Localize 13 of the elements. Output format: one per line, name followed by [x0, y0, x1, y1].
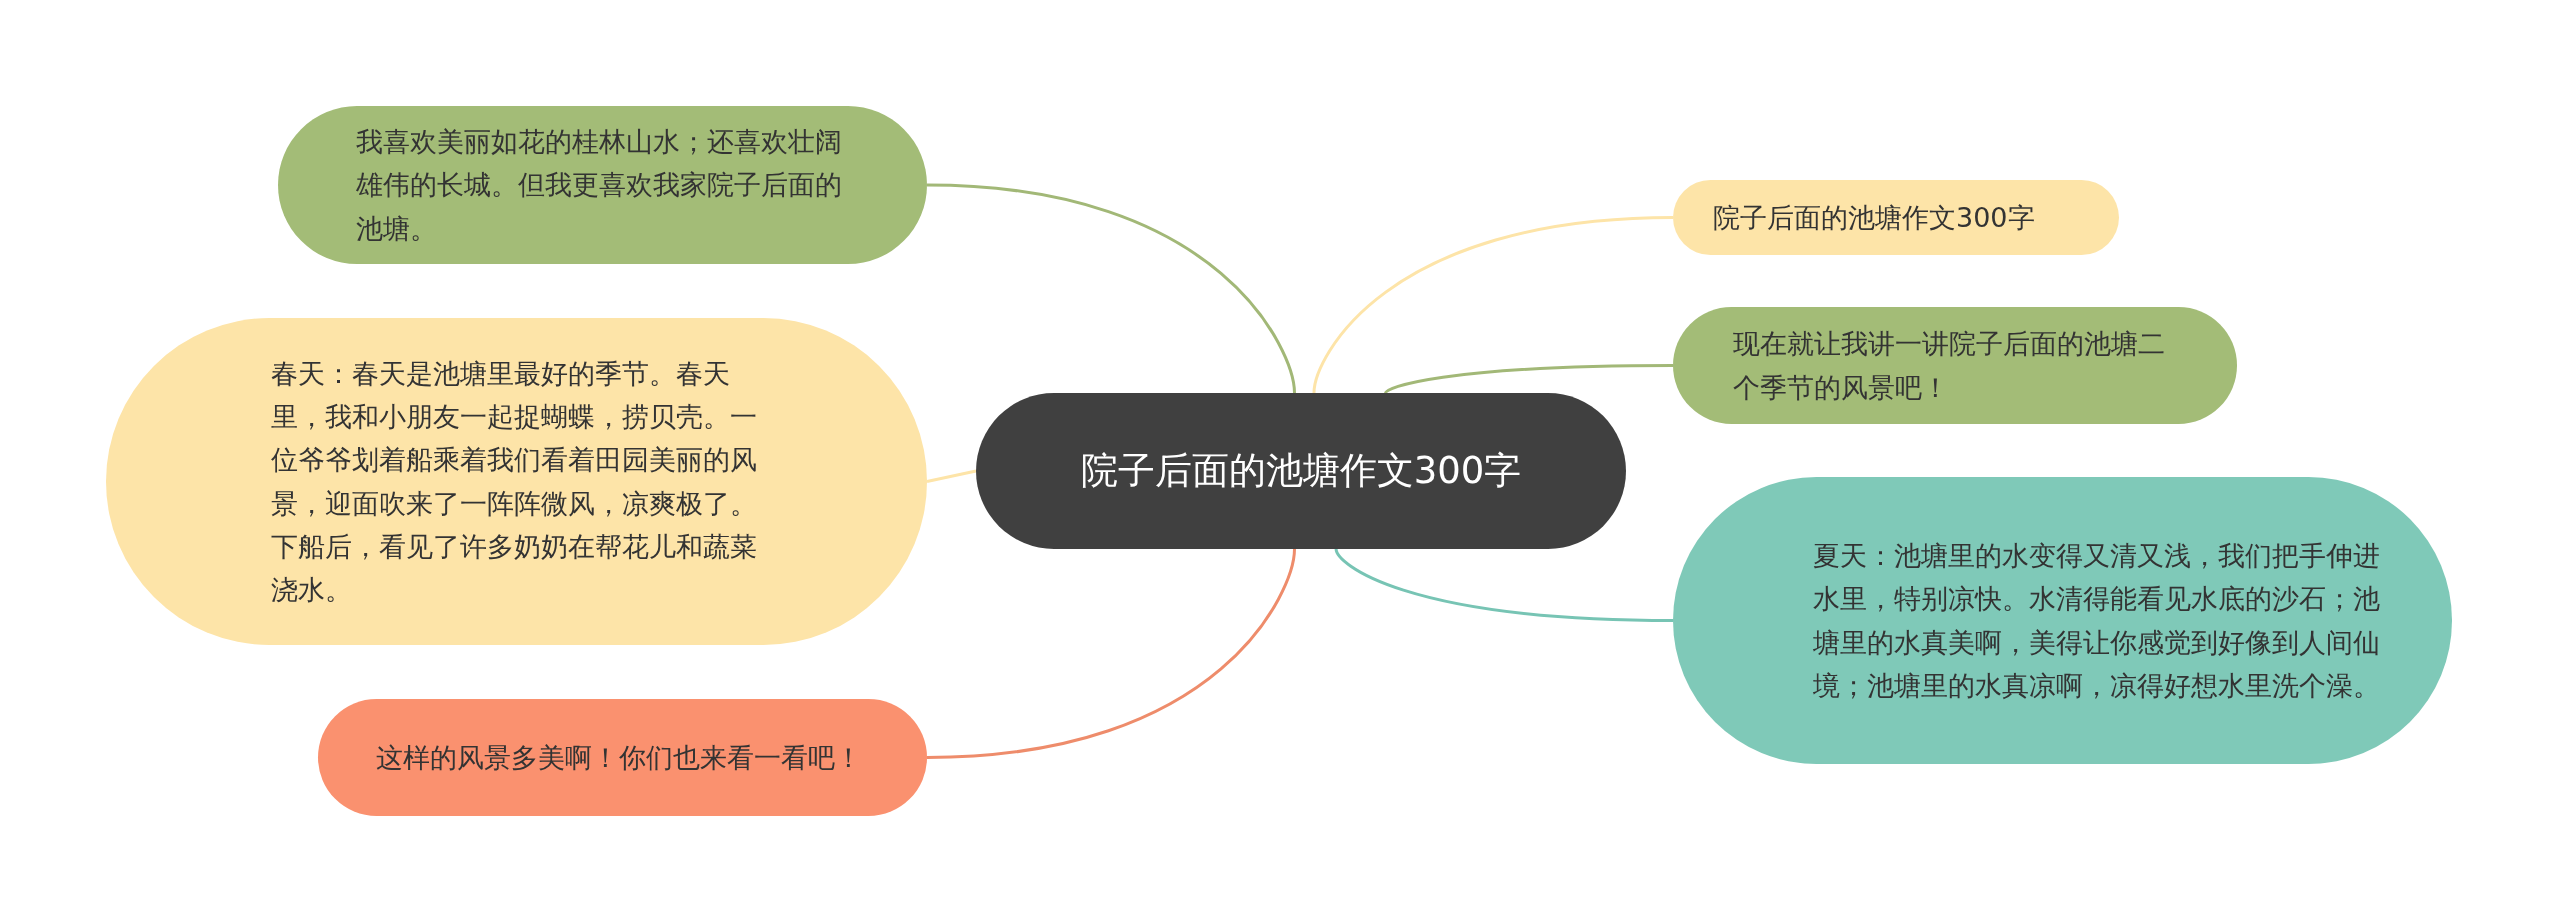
connector-line: [1334, 548, 1674, 622]
connector-line: [926, 469, 977, 483]
topic-text: 现在就让我讲一讲院子后面的池塘二个季节的风景吧！: [1733, 327, 2166, 405]
connector-line: [926, 183, 1296, 394]
topic-text: 院子后面的池塘作文300字: [1713, 200, 2035, 235]
connector-line: [1312, 216, 1674, 394]
topic-text: 我喜欢美丽如花的桂林山水；还喜欢壮阔雄伟的长城。但我更喜欢我家院子后面的池塘。: [356, 125, 843, 246]
connector-line: [1384, 364, 1673, 395]
connector-line: [926, 548, 1296, 759]
topic-text: 夏天：池塘里的水变得又清又浅，我们把手伸进水里，特别凉快。水清得能看见水底的沙石；池塘里的水真美啊，美得让你感觉到好像到人间仙境；池塘里的水真凉啊，凉得好想水里洗个澡。: [1813, 539, 2381, 703]
topic-text: 这样的风景多美啊！你们也来看一看吧！: [376, 740, 862, 775]
topic-text: 春天：春天是池塘里最好的季节。春天里，我和小朋友一起捉蝴蝶，捞贝壳。一位爷爷划着船乘着我们看着田园美丽的风景，迎面吹来了一阵阵微风，凉爽极了。下船后，看见了许多奶奶在帮花儿和蔬菜浇水。: [271, 356, 758, 607]
topic-text: 院子后面的池塘作文300字: [1080, 448, 1522, 495]
